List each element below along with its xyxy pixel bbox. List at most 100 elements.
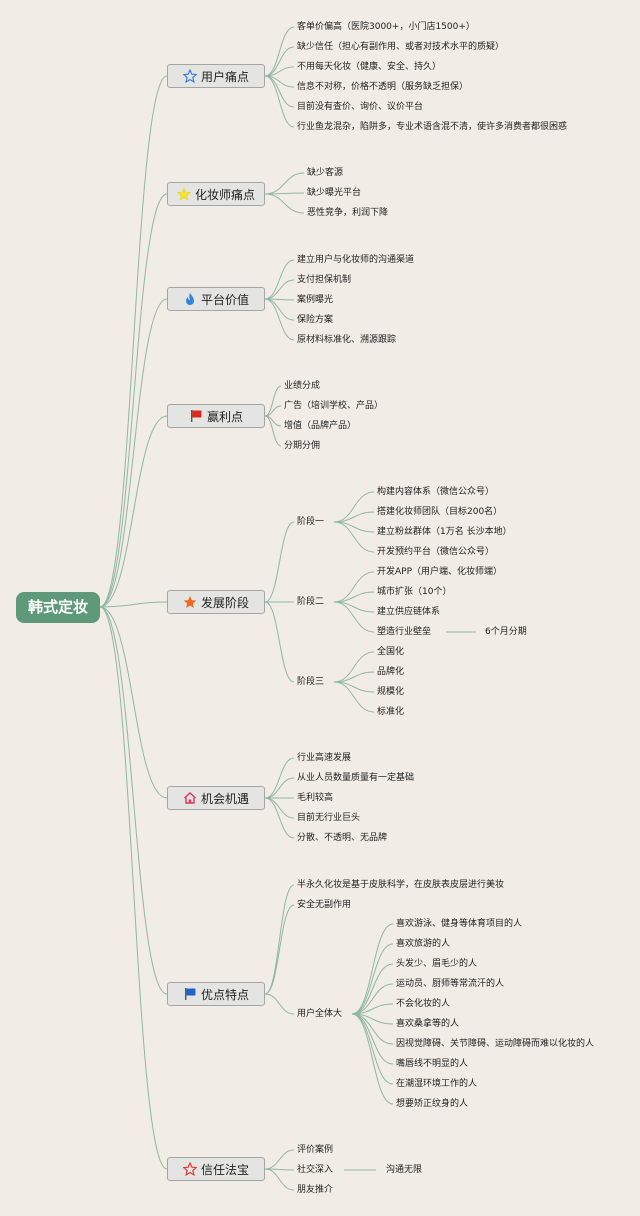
leaf-item[interactable]: 运动员、厨师等常流汗的人 — [396, 979, 505, 989]
leaf-connector — [333, 571, 375, 603]
leaf-connector — [351, 963, 394, 1015]
leaf-item[interactable]: 支付担保机制 — [297, 275, 352, 285]
leaf-item[interactable]: 因视觉障碍、关节障碍、运动障碍而难以化妆的人 — [396, 1039, 595, 1049]
leaf-connector — [351, 1013, 394, 1065]
leaf-item[interactable]: 缺少信任（担心有副作用、或者对技术水平的质疑） — [297, 42, 505, 52]
stage-label[interactable]: 阶段一 — [297, 517, 325, 527]
leaf-item[interactable]: 评价案例 — [297, 1145, 334, 1155]
leaf-item[interactable]: 原材料标准化、溯源跟踪 — [297, 335, 397, 345]
blue-flag-icon — [183, 987, 197, 1001]
leaf-item[interactable]: 从业人员数量质量有一定基础 — [297, 773, 415, 783]
leaf-connector — [264, 904, 295, 995]
leaf-item[interactable]: 头发少、眉毛少的人 — [396, 959, 478, 969]
leaf-item[interactable]: 行业鱼龙混杂，陷阱多，专业术语含混不清，使许多消费者都很困惑 — [297, 122, 568, 132]
leaf-item[interactable]: 规模化 — [377, 687, 405, 697]
leaf-connector — [264, 797, 295, 819]
star-yellow-icon — [176, 187, 192, 201]
leaf-item[interactable]: 毛利较高 — [297, 793, 334, 803]
leaf-connector — [264, 298, 295, 321]
leaf-item[interactable]: 目前无行业巨头 — [297, 813, 361, 823]
root-connector — [99, 193, 168, 608]
leaf-item[interactable]: 缺少客源 — [307, 168, 344, 178]
leaf-connector — [264, 26, 295, 77]
leaf-item[interactable]: 品牌化 — [377, 667, 405, 677]
orange-star-icon — [183, 595, 197, 609]
leaf-item[interactable]: 业绩分成 — [284, 381, 321, 391]
leaf-item[interactable]: 缺少曝光平台 — [307, 188, 362, 198]
leaf-connector — [333, 591, 375, 603]
branch-opportunity[interactable]: 机会机遇 — [167, 786, 265, 810]
leaf-item[interactable]: 分散、不透明、无品牌 — [297, 833, 388, 843]
branch-profit[interactable]: 赢利点 — [167, 404, 265, 428]
leaf-connector — [264, 993, 295, 1015]
leaf-item[interactable]: 增值（品牌产品） — [284, 421, 357, 431]
root-connector — [99, 606, 168, 995]
leaf-item-extra[interactable]: 6个月分期 — [485, 627, 527, 637]
leaf-item-extra[interactable]: 沟通无限 — [386, 1165, 423, 1175]
leaf-connector — [351, 983, 394, 1015]
leaf-item[interactable]: 朋友推介 — [297, 1185, 334, 1195]
leaf-item[interactable]: 客单价偏高（医院3000+，小门店1500+） — [297, 22, 475, 32]
leaf-item[interactable]: 开发APP（用户端、化妆师端） — [377, 567, 503, 577]
root-connector — [99, 606, 168, 799]
branch-platform-value[interactable]: 平台价值 — [167, 287, 265, 311]
leaf-item[interactable]: 半永久化妆是基于皮肤科学，在皮肤表皮层进行美妆 — [297, 880, 505, 890]
leaf-connector — [351, 1013, 394, 1085]
leaf-item[interactable]: 构建内容体系（微信公众号） — [377, 487, 495, 497]
leaf-item[interactable]: 不会化妆的人 — [396, 999, 451, 1009]
branch-trust[interactable]: 信任法宝 — [167, 1157, 265, 1181]
leaf-item[interactable]: 社交深入 — [297, 1165, 334, 1175]
leaf-connector — [264, 193, 305, 214]
leaf-item[interactable]: 开发预约平台（微信公众号） — [377, 547, 495, 557]
leaf-item[interactable]: 喜欢桑拿等的人 — [396, 1019, 460, 1029]
leaf-connector — [264, 884, 295, 995]
stage-label[interactable]: 阶段三 — [297, 677, 325, 687]
leaf-item[interactable]: 信息不对称，价格不透明（服务缺乏担保） — [297, 82, 469, 92]
leaf-item[interactable]: 行业高速发展 — [297, 753, 352, 763]
leaf-connector — [264, 1149, 295, 1170]
leaf-item[interactable]: 搭建化妆师团队（目标200名） — [377, 507, 503, 517]
home-icon — [183, 791, 197, 805]
branch-advantages[interactable]: 优点特点 — [167, 982, 265, 1006]
leaf-connector — [264, 415, 282, 447]
leaf-item[interactable]: 喜欢游泳、健身等体育项目的人 — [396, 919, 523, 929]
leaf-connector — [264, 298, 295, 341]
leaf-item[interactable]: 想要矫正纹身的人 — [396, 1099, 469, 1109]
leaf-item[interactable]: 案例曝光 — [297, 295, 334, 305]
leaf-connector — [264, 757, 295, 799]
leaf-connector — [264, 1168, 295, 1191]
root-connector — [99, 75, 168, 608]
leaf-item[interactable]: 全国化 — [377, 647, 405, 657]
leaf-item[interactable]: 塑造行业壁垒 — [377, 627, 432, 637]
leaf-connector — [264, 385, 282, 417]
leaf-item[interactable]: 标准化 — [377, 707, 405, 717]
leaf-item[interactable]: 恶性竞争，利润下降 — [307, 208, 389, 218]
leaf-connector — [333, 511, 375, 523]
leaf-item[interactable]: 分期分佣 — [284, 441, 321, 451]
leaf-item[interactable]: 建立粉丝群体（1万名 长沙本地） — [377, 527, 512, 537]
leaf-connector — [351, 943, 394, 1015]
leaf-item[interactable]: 在潮湿环境工作的人 — [396, 1079, 478, 1089]
leaf-item[interactable]: 嘴唇线不明显的人 — [396, 1059, 469, 1069]
stage-label[interactable]: 阶段二 — [297, 597, 325, 607]
leaf-item[interactable]: 目前没有查价、询价、议价平台 — [297, 102, 424, 112]
leaf-item[interactable]: 喜欢旅游的人 — [396, 939, 451, 949]
leaf-item[interactable]: 建立用户与化妆师的沟通渠道 — [297, 255, 415, 265]
branch-development[interactable]: 发展阶段 — [167, 590, 265, 614]
branch-label: 赢利点 — [206, 409, 243, 424]
leaf-connector — [351, 923, 394, 1015]
leaf-item[interactable]: 建立供应链体系 — [377, 607, 441, 617]
root-node[interactable]: 韩式定妆 — [16, 592, 100, 623]
leaf-connector — [264, 777, 295, 799]
leaf-connector — [333, 521, 375, 553]
leaf-item[interactable]: 广告（培训学校、产品） — [284, 401, 384, 411]
branch-artist-pain[interactable]: 化妆师痛点 — [167, 182, 265, 206]
branch-user-pain[interactable]: 用户痛点 — [167, 64, 265, 88]
leaf-item[interactable]: 不用每天化妆（健康、安全、持久） — [297, 62, 442, 72]
leaf-item[interactable]: 安全无副作用 — [297, 900, 352, 910]
leaf-item[interactable]: 保险方案 — [297, 315, 334, 325]
leaf-connector — [333, 671, 375, 683]
group-label[interactable]: 用户全体大 — [297, 1009, 343, 1019]
leaf-item[interactable]: 城市扩张（10个） — [377, 587, 452, 597]
